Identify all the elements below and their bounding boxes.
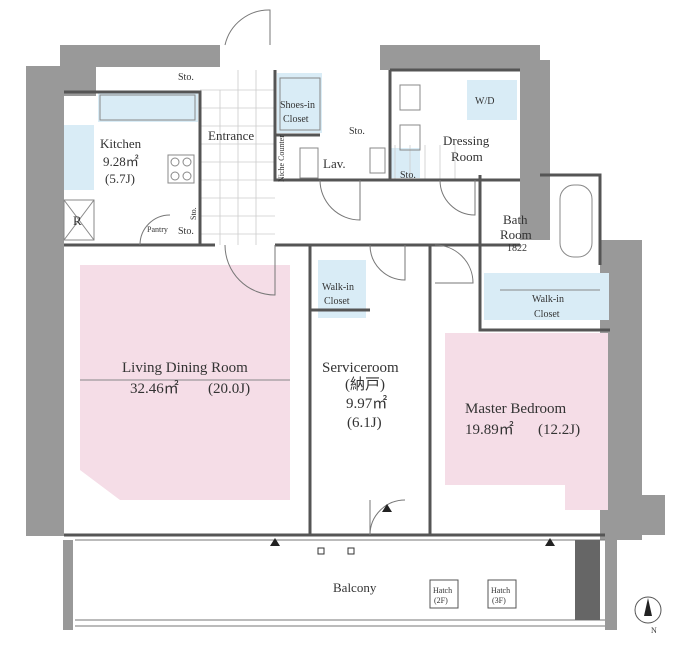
service-name: Serviceroom <box>322 360 399 376</box>
dressing-line2: Room <box>451 149 483 164</box>
hatch-3f-line2: (3F) <box>492 596 506 605</box>
detail-lines <box>63 77 600 381</box>
refrigerator-label: R <box>73 213 82 228</box>
balcony-label: Balcony <box>333 580 377 595</box>
storage-label: Sto. <box>178 226 194 237</box>
compass-icon <box>634 596 662 624</box>
compass-label: N <box>651 626 657 635</box>
storage-label: Sto. <box>400 170 416 181</box>
walkin-left-line2: Closet <box>324 296 350 307</box>
entrance-tiles <box>200 70 456 245</box>
pantry-label: Pantry <box>147 225 168 234</box>
wd-label: W/D <box>475 96 494 107</box>
drain-markers <box>317 547 355 555</box>
room-fills <box>64 73 609 510</box>
bath-line2: Room <box>500 227 532 242</box>
living-jo: (20.0J) <box>208 381 250 397</box>
dressing-line1: Dressing <box>443 133 490 148</box>
entrance-label: Entrance <box>208 128 254 143</box>
balcony-partition <box>575 540 600 620</box>
hatch-3f-line1: Hatch <box>491 586 510 595</box>
living-area: 32.46㎡ <box>130 380 179 397</box>
walkin-right-line2: Closet <box>534 309 560 320</box>
hatch-2f-line1: Hatch <box>433 586 452 595</box>
kitchen-name: Kitchen <box>100 136 142 151</box>
service-sub: (納戸) <box>345 376 385 393</box>
lav-label: Lav. <box>323 156 346 171</box>
service-jo: (6.1J) <box>347 415 382 431</box>
balcony-windows <box>75 539 605 627</box>
markers <box>270 504 555 546</box>
bath-line1: Bath <box>503 212 528 227</box>
master-jo: (12.2J) <box>538 422 580 438</box>
walkin-left-line1: Walk-in <box>322 282 354 293</box>
kitchen-area: 9.28㎡ <box>103 154 139 169</box>
shoes-closet-line2: Closet <box>283 114 309 125</box>
walkin-right-line1: Walk-in <box>532 294 564 305</box>
hatch-boxes <box>429 579 517 609</box>
service-area: 9.97㎡ <box>346 395 387 412</box>
master-area: 19.89㎡ <box>465 421 514 438</box>
bath-line3: 1822 <box>507 243 527 254</box>
living-name: Living Dining Room <box>122 360 248 376</box>
storage-label: Sto. <box>189 207 198 220</box>
hatch-2f-line2: (2F) <box>434 596 448 605</box>
kitchen-jo: (5.7J) <box>105 171 135 186</box>
niche-counter-label: Niche Counter <box>277 135 286 182</box>
door-swings <box>139 9 476 536</box>
shoes-closet-line1: Shoes-in <box>280 100 315 111</box>
storage-label: Sto. <box>349 126 365 137</box>
interior-walls <box>64 68 610 537</box>
storage-label: Sto. <box>178 72 194 83</box>
master-name: Master Bedroom <box>465 401 567 417</box>
